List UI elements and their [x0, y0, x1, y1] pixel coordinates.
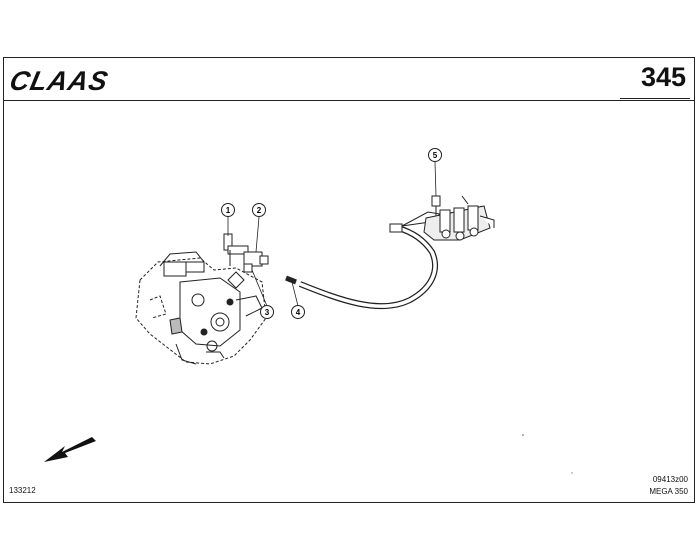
page-number-underline: [620, 98, 690, 99]
callout-leaders: [227, 161, 437, 307]
page-number: 345: [640, 62, 686, 92]
gearbox-housing: [135, 251, 267, 365]
control-valve-block: [401, 195, 495, 241]
model-name: MEGA 350: [649, 487, 688, 496]
callout-number: 5: [433, 151, 438, 160]
callout-3: 3: [260, 305, 274, 319]
hydraulic-hose: [285, 223, 438, 310]
callout-number: 1: [226, 206, 231, 215]
callout-5: 5: [428, 148, 442, 162]
callout-1: 1: [221, 203, 235, 217]
header-divider: [3, 100, 695, 101]
sheet-frame: [3, 57, 695, 503]
callout-4: 4: [291, 305, 305, 319]
fittings: [223, 233, 269, 273]
callout-number: 2: [257, 206, 262, 215]
document-id: 133212: [9, 486, 36, 495]
drawing-id: 09413z00: [652, 475, 688, 484]
callout-2: 2: [252, 203, 266, 217]
callout-number: 3: [265, 308, 270, 317]
callout-number: 4: [296, 308, 301, 317]
scan-speckles: [522, 434, 573, 474]
arrow-down-left-icon: [44, 437, 96, 462]
